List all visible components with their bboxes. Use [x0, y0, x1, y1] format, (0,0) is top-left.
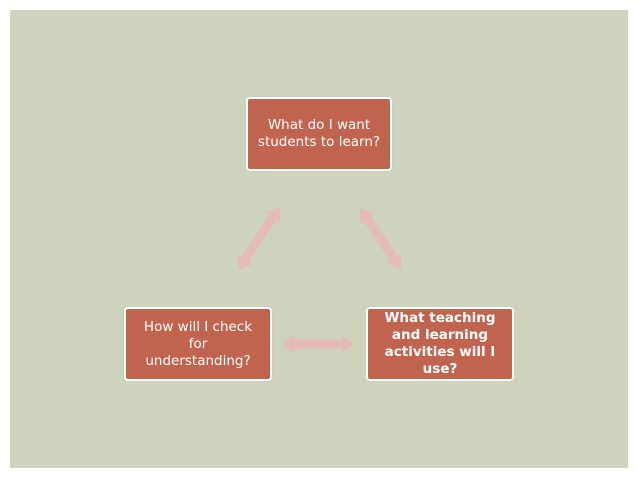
node-teaching-activities-label: What teaching and learning activities wi…	[384, 310, 496, 377]
arrow-left-top	[237, 207, 281, 270]
node-check-understanding: How will I check for understanding?	[124, 307, 272, 381]
slide-background	[10, 10, 628, 468]
node-teaching-activities: What teaching and learning activities wi…	[366, 307, 514, 381]
arrow-right-left	[282, 335, 355, 353]
node-what-to-learn-label: What do I want students to learn?	[257, 117, 381, 150]
node-check-understanding-label: How will I check for understanding?	[143, 318, 253, 369]
node-what-to-learn: What do I want students to learn?	[246, 97, 392, 171]
arrow-top-right	[359, 208, 402, 269]
